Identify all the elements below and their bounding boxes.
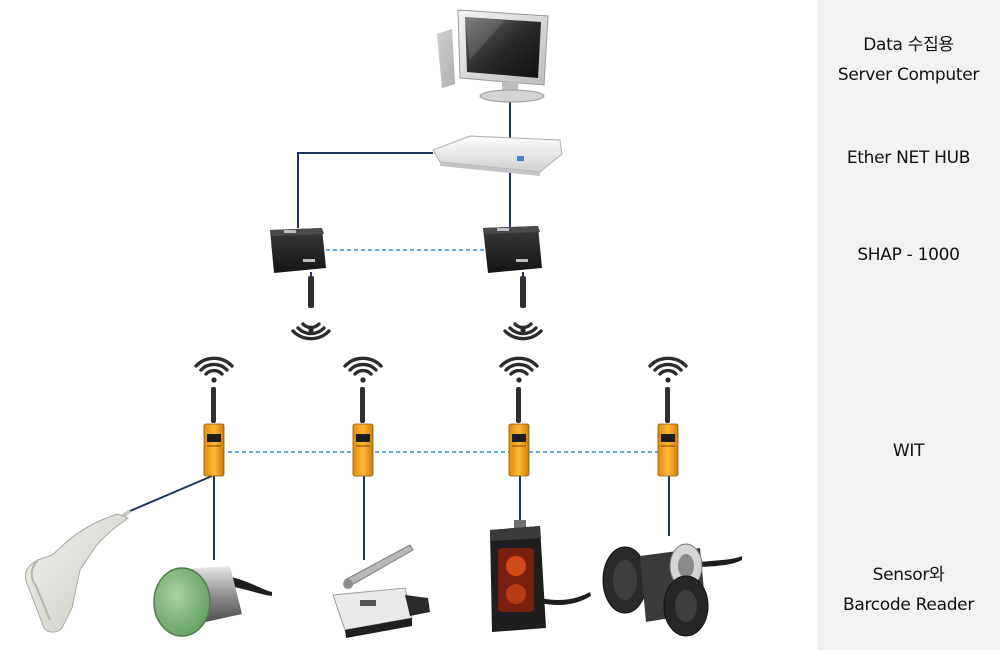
legend-server-computer: Data 수집용 Server Computer [817,30,1000,90]
wit-transmitter-icon [508,423,530,477]
legend-panel: Data 수집용 Server Computer Ether NET HUB S… [817,0,1000,650]
wit-antenna [665,387,670,423]
network-diagram [24,9,742,638]
gateway-right-antenna [520,276,526,308]
gateway-right [483,226,543,341]
rotary-encoder-icon [602,543,742,637]
wireless-signal-icon [194,356,234,383]
legend-sensors-line2: Barcode Reader [842,595,975,615]
wit-antenna [360,387,365,423]
gateway-left-antenna [308,276,314,308]
wit-node-4 [648,356,688,477]
legend-server-line1: Data 수집용 [863,35,954,55]
legend-wit-label: WIT [892,441,925,461]
gateway-left [270,228,331,341]
wit-transmitter-icon [352,423,374,477]
gateway-box-icon [270,228,326,273]
legend-gateway: SHAP - 1000 [817,240,1000,270]
wireless-signal-icon [503,322,543,341]
legend-server-line2: Server Computer [837,65,980,85]
wit-node-3 [499,356,539,477]
legend-sensors-line1: Sensor와 [872,565,945,585]
wireless-links [228,249,658,453]
wit-antenna [516,387,521,423]
wireless-signal-icon [291,322,331,341]
desktop-computer-icon [437,9,549,103]
wit-node-1 [194,356,234,477]
wit-transmitter-icon [657,423,679,477]
hub-gateway-left-wire [297,152,433,228]
legend-gateway-label: SHAP - 1000 [857,245,960,265]
gateway-box-icon [483,226,542,273]
legend-ethernet-hub: Ether NET HUB [817,143,1000,173]
wit-antenna [211,387,216,423]
wireless-signal-icon [343,356,383,383]
wit1-scanner-wire [129,475,213,512]
legend-hub-label: Ether NET HUB [846,148,971,168]
limit-switch-icon [332,544,430,638]
legend-wit: WIT [817,436,1000,466]
legend-sensors: Sensor와 Barcode Reader [817,560,1000,620]
photoelectric-sensor-icon [490,520,591,632]
wit-transmitter-icon [203,423,225,477]
wireless-signal-icon [499,356,539,383]
barcode-scanner-icon [24,509,132,633]
wired-connections [129,100,670,560]
network-hub-icon [432,135,563,176]
wireless-signal-icon [648,356,688,383]
proximity-sensor-icon [153,566,272,637]
wit-node-2 [343,356,383,477]
